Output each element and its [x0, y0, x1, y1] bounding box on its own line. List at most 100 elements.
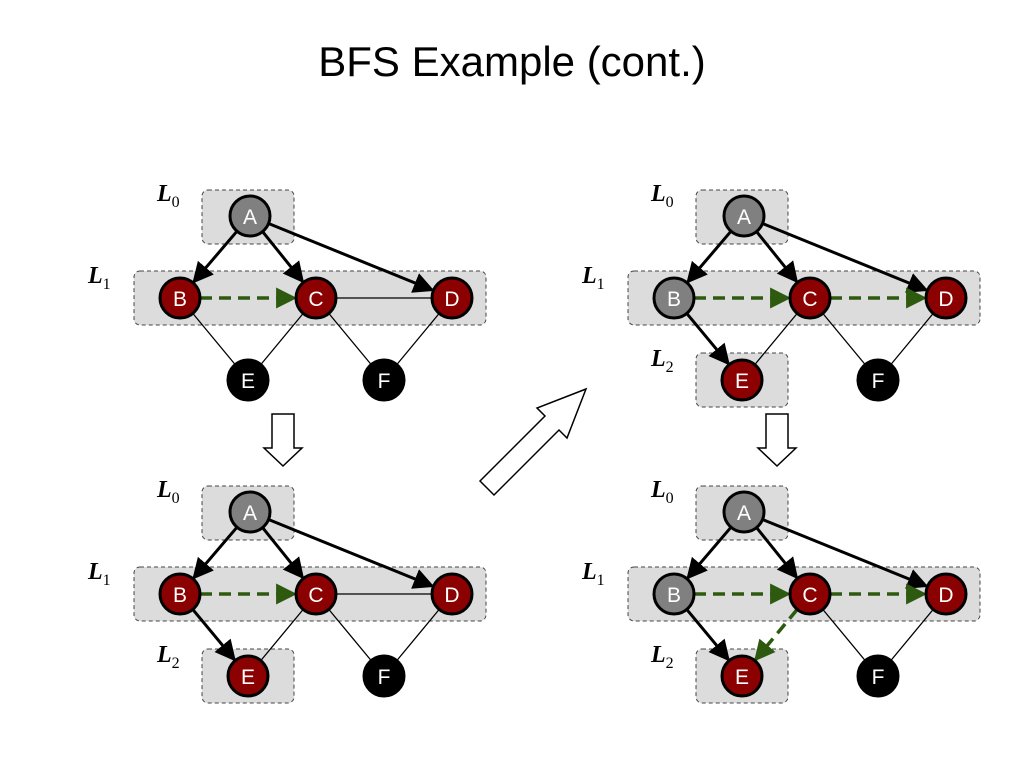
node-A-circle	[228, 490, 272, 534]
node-A-circle	[228, 194, 272, 238]
edge-A-B	[686, 230, 733, 284]
edge-D-F	[890, 608, 934, 662]
level-0-label: L0	[650, 181, 674, 211]
node-D-label: D	[444, 584, 459, 607]
node-E-label: E	[241, 370, 255, 393]
node-D-circle	[430, 572, 474, 616]
edge-A-D	[761, 222, 929, 293]
node-D-circle	[430, 276, 474, 320]
node-B-label: B	[173, 584, 187, 607]
node-D-circle	[924, 572, 968, 616]
node-F: F	[856, 654, 900, 698]
node-F-label: F	[872, 666, 885, 689]
edge-A-B	[192, 230, 239, 284]
node-C: C	[294, 572, 338, 616]
node-F-label: F	[872, 370, 885, 393]
node-D: D	[924, 572, 968, 616]
edge-A-B	[686, 526, 733, 580]
node-C-circle	[788, 572, 832, 616]
node-A-circle	[722, 194, 766, 238]
level-0-label: L0	[156, 477, 180, 507]
diagonal-arrow-icon	[478, 387, 588, 497]
node-F-circle	[856, 654, 900, 698]
node-D-circle	[924, 276, 968, 320]
edge-B-E	[191, 608, 236, 662]
node-E: E	[720, 358, 764, 402]
edge-D-F	[396, 608, 440, 662]
node-C-label: C	[308, 584, 323, 607]
node-A: A	[228, 490, 272, 534]
edge-B-E	[685, 608, 730, 662]
node-C-label: C	[308, 288, 323, 311]
edge-B-E	[685, 312, 730, 366]
node-A-label: A	[243, 206, 257, 229]
node-B: B	[158, 572, 202, 616]
node-F: F	[362, 654, 406, 698]
node-D: D	[430, 572, 474, 616]
node-F-circle	[362, 358, 406, 402]
node-B: B	[652, 276, 696, 320]
node-B-label: B	[667, 584, 681, 607]
node-A: A	[228, 194, 272, 238]
node-D-label: D	[444, 288, 459, 311]
edge-A-C	[261, 230, 305, 284]
level-1-label: L1	[581, 559, 605, 589]
node-F: F	[362, 358, 406, 402]
node-E: E	[226, 654, 270, 698]
edge-A-C	[261, 526, 305, 580]
node-A-circle	[722, 490, 766, 534]
edge-A-B	[192, 526, 239, 580]
node-F-circle	[362, 654, 406, 698]
level-0-label: L0	[650, 477, 674, 507]
edge-C-F	[328, 608, 372, 662]
node-D-label: D	[938, 584, 953, 607]
node-B: B	[158, 276, 202, 320]
edge-D-F	[396, 312, 440, 366]
edge-C-F	[822, 608, 866, 662]
node-D-label: D	[938, 288, 953, 311]
node-E-label: E	[241, 666, 255, 689]
node-C-circle	[788, 276, 832, 320]
level-1-label: L1	[581, 263, 605, 293]
edge-C-E	[754, 608, 799, 662]
node-C-circle	[294, 276, 338, 320]
node-B-circle	[158, 572, 202, 616]
node-E-circle	[226, 654, 270, 698]
down-arrow-left-icon	[262, 413, 304, 468]
node-C-circle	[294, 572, 338, 616]
node-E: E	[226, 358, 270, 402]
node-F-label: F	[378, 370, 391, 393]
node-A-label: A	[737, 206, 751, 229]
level-1-label: L1	[87, 559, 111, 589]
node-B-circle	[158, 276, 202, 320]
node-F-circle	[856, 358, 900, 402]
node-B-circle	[652, 572, 696, 616]
node-E-label: E	[735, 370, 749, 393]
edge-A-C	[755, 526, 799, 580]
node-F-label: F	[378, 666, 391, 689]
node-B: B	[652, 572, 696, 616]
node-E-circle	[720, 358, 764, 402]
edge-A-D	[761, 518, 929, 589]
node-A-label: A	[737, 502, 751, 525]
edge-A-D	[267, 222, 435, 293]
edge-A-C	[755, 230, 799, 284]
node-E-circle	[720, 654, 764, 698]
level-2-label: L2	[156, 642, 180, 672]
edge-B-E	[192, 312, 236, 366]
slide-title: BFS Example (cont.)	[318, 38, 706, 85]
edge-C-E	[260, 608, 304, 662]
node-A-label: A	[243, 502, 257, 525]
node-A: A	[722, 490, 766, 534]
node-C-label: C	[802, 584, 817, 607]
edge-C-F	[328, 312, 372, 366]
node-C: C	[294, 276, 338, 320]
level-2-label: L2	[650, 642, 674, 672]
node-F: F	[856, 358, 900, 402]
node-A: A	[722, 194, 766, 238]
node-E-label: E	[735, 666, 749, 689]
node-E-circle	[226, 358, 270, 402]
